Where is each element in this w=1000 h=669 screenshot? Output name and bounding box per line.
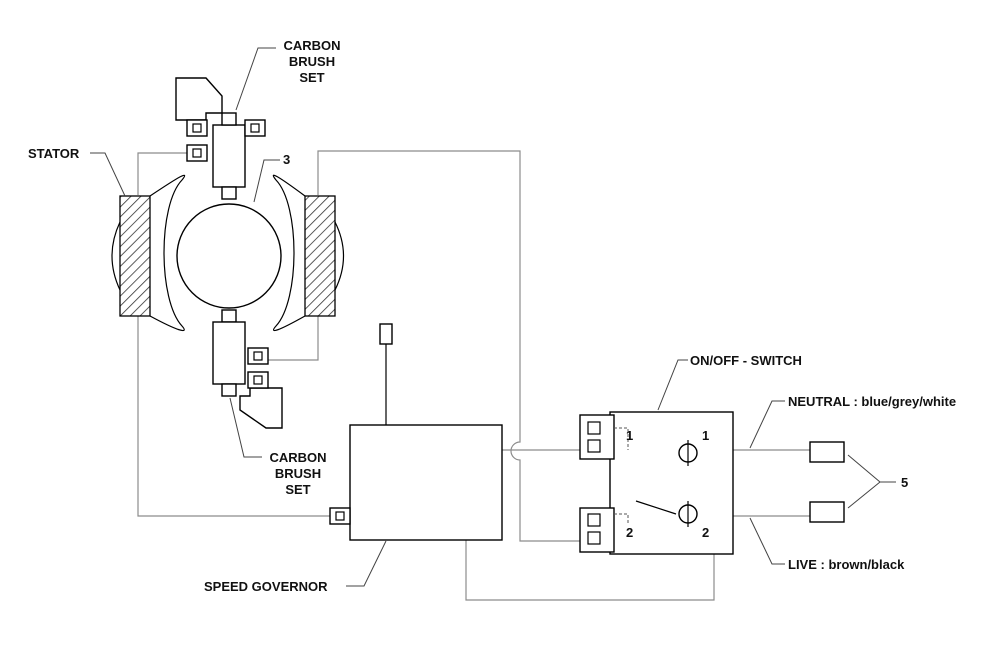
leader-neutral xyxy=(749,400,785,449)
leader-live xyxy=(749,517,785,565)
spade-connector-icon xyxy=(186,119,208,137)
label-terminal-2-right: 2 xyxy=(702,525,709,540)
wire-governor-return xyxy=(465,532,715,601)
neutral-plug-pin xyxy=(809,441,845,463)
plug xyxy=(809,441,896,523)
spade-connector-icon xyxy=(329,507,351,525)
on-off-switch xyxy=(579,411,734,555)
armature xyxy=(176,203,282,309)
spade-connector-slot xyxy=(253,351,263,361)
spade-connector-icon xyxy=(244,119,266,137)
armature-assembly xyxy=(175,77,283,429)
label-carbon-brush-bottom-line2: BRUSH xyxy=(275,466,321,481)
governor-box xyxy=(349,424,503,541)
label-carbon-brush-bottom-line1: CARBON xyxy=(269,450,326,465)
bottom-brush-cap xyxy=(221,383,237,397)
leader-speed-governor xyxy=(346,540,387,587)
stator-right-winding xyxy=(304,195,336,317)
label-carbon-brush-top-line3: SET xyxy=(299,70,324,85)
labels: CARBON BRUSH SET STATOR 3 CARBON BRUSH S… xyxy=(28,38,956,594)
spade-connector-slot xyxy=(587,421,601,435)
spade-connector-slot xyxy=(587,531,601,545)
spade-connector-icon xyxy=(247,371,269,389)
spade-connector-slot xyxy=(587,439,601,453)
label-neutral: NEUTRAL : blue/grey/white xyxy=(788,394,956,409)
live-plug-pin xyxy=(809,501,845,523)
bottom-brush-connectors xyxy=(247,347,269,389)
label-stator: STATOR xyxy=(28,146,80,161)
label-carbon-brush-top-line1: CARBON xyxy=(283,38,340,53)
leader-switch xyxy=(657,359,688,411)
leader-armature xyxy=(253,159,280,203)
switch-terminal-block-2 xyxy=(579,507,615,553)
spade-connector-icon xyxy=(186,144,208,162)
wire-bottom-brush-to-stator xyxy=(268,316,319,361)
label-switch-title: ON/OFF - SWITCH xyxy=(690,353,802,368)
stator-left-shoe xyxy=(149,174,186,332)
top-brush-connectors xyxy=(186,119,266,162)
leader-carbon-brush-top xyxy=(235,47,276,111)
leader-lines xyxy=(90,47,785,587)
spade-connector-icon xyxy=(247,347,269,365)
stator xyxy=(111,174,344,332)
label-carbon-brush-top-line2: BRUSH xyxy=(289,54,335,69)
label-terminal-2-left: 2 xyxy=(626,525,633,540)
spade-connector-slot xyxy=(335,511,345,521)
label-speed-governor: SPEED GOVERNOR xyxy=(204,579,328,594)
switch-body xyxy=(609,411,734,555)
top-brush-holder xyxy=(212,124,246,188)
top-brush-cap xyxy=(221,112,237,126)
label-plug-ref: 5 xyxy=(901,475,908,490)
switch-lever xyxy=(635,500,677,515)
stator-left-winding xyxy=(119,195,151,317)
leader-carbon-brush-bottom xyxy=(229,397,262,458)
switch-internal-link-2 xyxy=(614,513,629,524)
label-terminal-1-right: 1 xyxy=(702,428,709,443)
spade-connector-slot xyxy=(253,375,263,385)
stator-right-shoe xyxy=(272,174,306,332)
label-armature-ref: 3 xyxy=(283,152,290,167)
bottom-brush-plate xyxy=(239,387,283,429)
wire-stator-to-top-brush xyxy=(137,152,192,195)
bottom-brush-tip xyxy=(221,309,237,323)
label-carbon-brush-bottom-line3: SET xyxy=(285,482,310,497)
stator-right-arc xyxy=(334,221,344,291)
top-brush-tip xyxy=(221,186,237,200)
spade-connector-slot xyxy=(250,123,260,133)
label-terminal-1-left: 1 xyxy=(626,428,633,443)
spade-connector-slot xyxy=(192,148,202,158)
governor-antenna-tip xyxy=(379,323,393,345)
speed-governor xyxy=(329,323,503,541)
leader-stator xyxy=(90,152,126,197)
plug-bracket xyxy=(847,454,881,509)
spade-connector-slot xyxy=(192,123,202,133)
wire-stator-to-governor xyxy=(137,316,332,517)
spade-connector-slot xyxy=(587,513,601,527)
stator-left-arc xyxy=(111,221,121,291)
top-brush-plate xyxy=(175,77,223,121)
label-live: LIVE : brown/black xyxy=(788,557,905,572)
bottom-brush-holder xyxy=(212,321,246,385)
